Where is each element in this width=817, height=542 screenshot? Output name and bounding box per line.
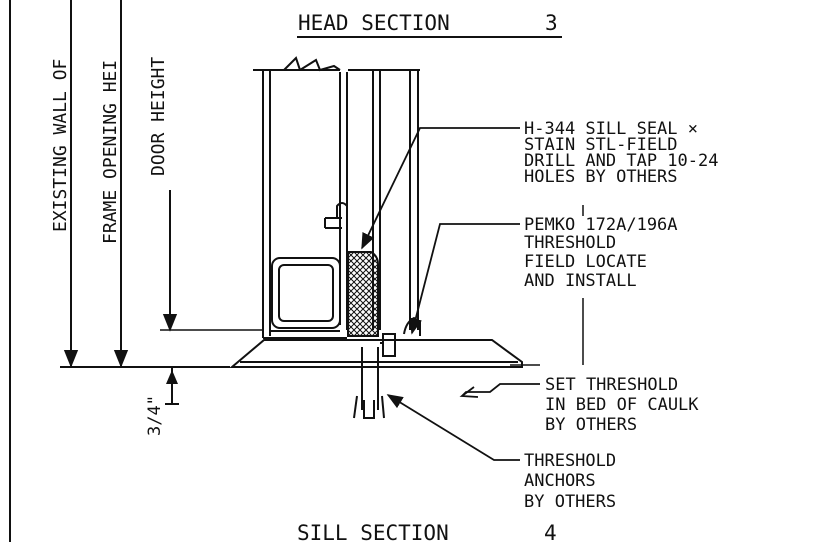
leader-sill-seal [361,127,520,250]
existing-wall-label: EXISTING WALL OF [50,59,71,232]
clip-bracket [324,202,348,229]
svg-text:PEMKO 172A/196A: PEMKO 172A/196A [524,215,678,235]
svg-text:H-344 SILL SEAL ×: H-344 SILL SEAL × [524,119,698,139]
leader-threshold [409,223,520,335]
sill-seal-callout: H-344 SILL SEAL × STAIN STL-FIELD DRILL … [524,119,718,187]
anchors-callout: THRESHOLD ANCHORS BY OTHERS [524,451,616,512]
svg-text:SET THRESHOLD: SET THRESHOLD [545,375,678,395]
svg-text:AND INSTALL: AND INSTALL [524,271,637,291]
leader-anchors [386,394,520,461]
threshold-anchors [353,347,385,419]
caulk-callout: SET THRESHOLD IN BED OF CAULK BY OTHERS [545,375,699,435]
sill-section-number: 4 [544,521,557,542]
head-section-number: 3 [545,11,558,35]
door-panel [348,69,420,330]
svg-text:THRESHOLD: THRESHOLD [524,451,616,471]
frame-tube [271,257,341,329]
svg-text:THRESHOLD: THRESHOLD [524,233,616,253]
svg-text:IN BED OF CAULK: IN BED OF CAULK [545,395,699,415]
svg-text:DRILL AND TAP 10-24: DRILL AND TAP 10-24 [524,151,718,171]
svg-text:BY OTHERS: BY OTHERS [545,415,637,435]
sill-seal-profile [347,251,379,337]
svg-text:STAIN STL-FIELD: STAIN STL-FIELD [524,135,678,155]
three-quarter-dimension [165,368,179,405]
three-quarter-label: 3/4" [145,395,165,436]
leader-caulk [459,383,540,398]
sill-section-title: SILL SECTION [297,521,449,542]
svg-text:FIELD LOCATE: FIELD LOCATE [524,252,647,272]
door-height-label: DOOR HEIGHT [148,57,169,176]
frame-jamb [253,56,348,339]
svg-text:ANCHORS: ANCHORS [524,471,596,491]
threshold-callout: PEMKO 172A/196A THRESHOLD FIELD LOCATE A… [524,215,678,291]
head-section-title: HEAD SECTION [298,11,450,35]
frame-opening-label: FRAME OPENING HEI [100,60,121,244]
svg-text:HOLES BY OTHERS: HOLES BY OTHERS [524,167,678,187]
svg-text:BY OTHERS: BY OTHERS [524,492,616,512]
